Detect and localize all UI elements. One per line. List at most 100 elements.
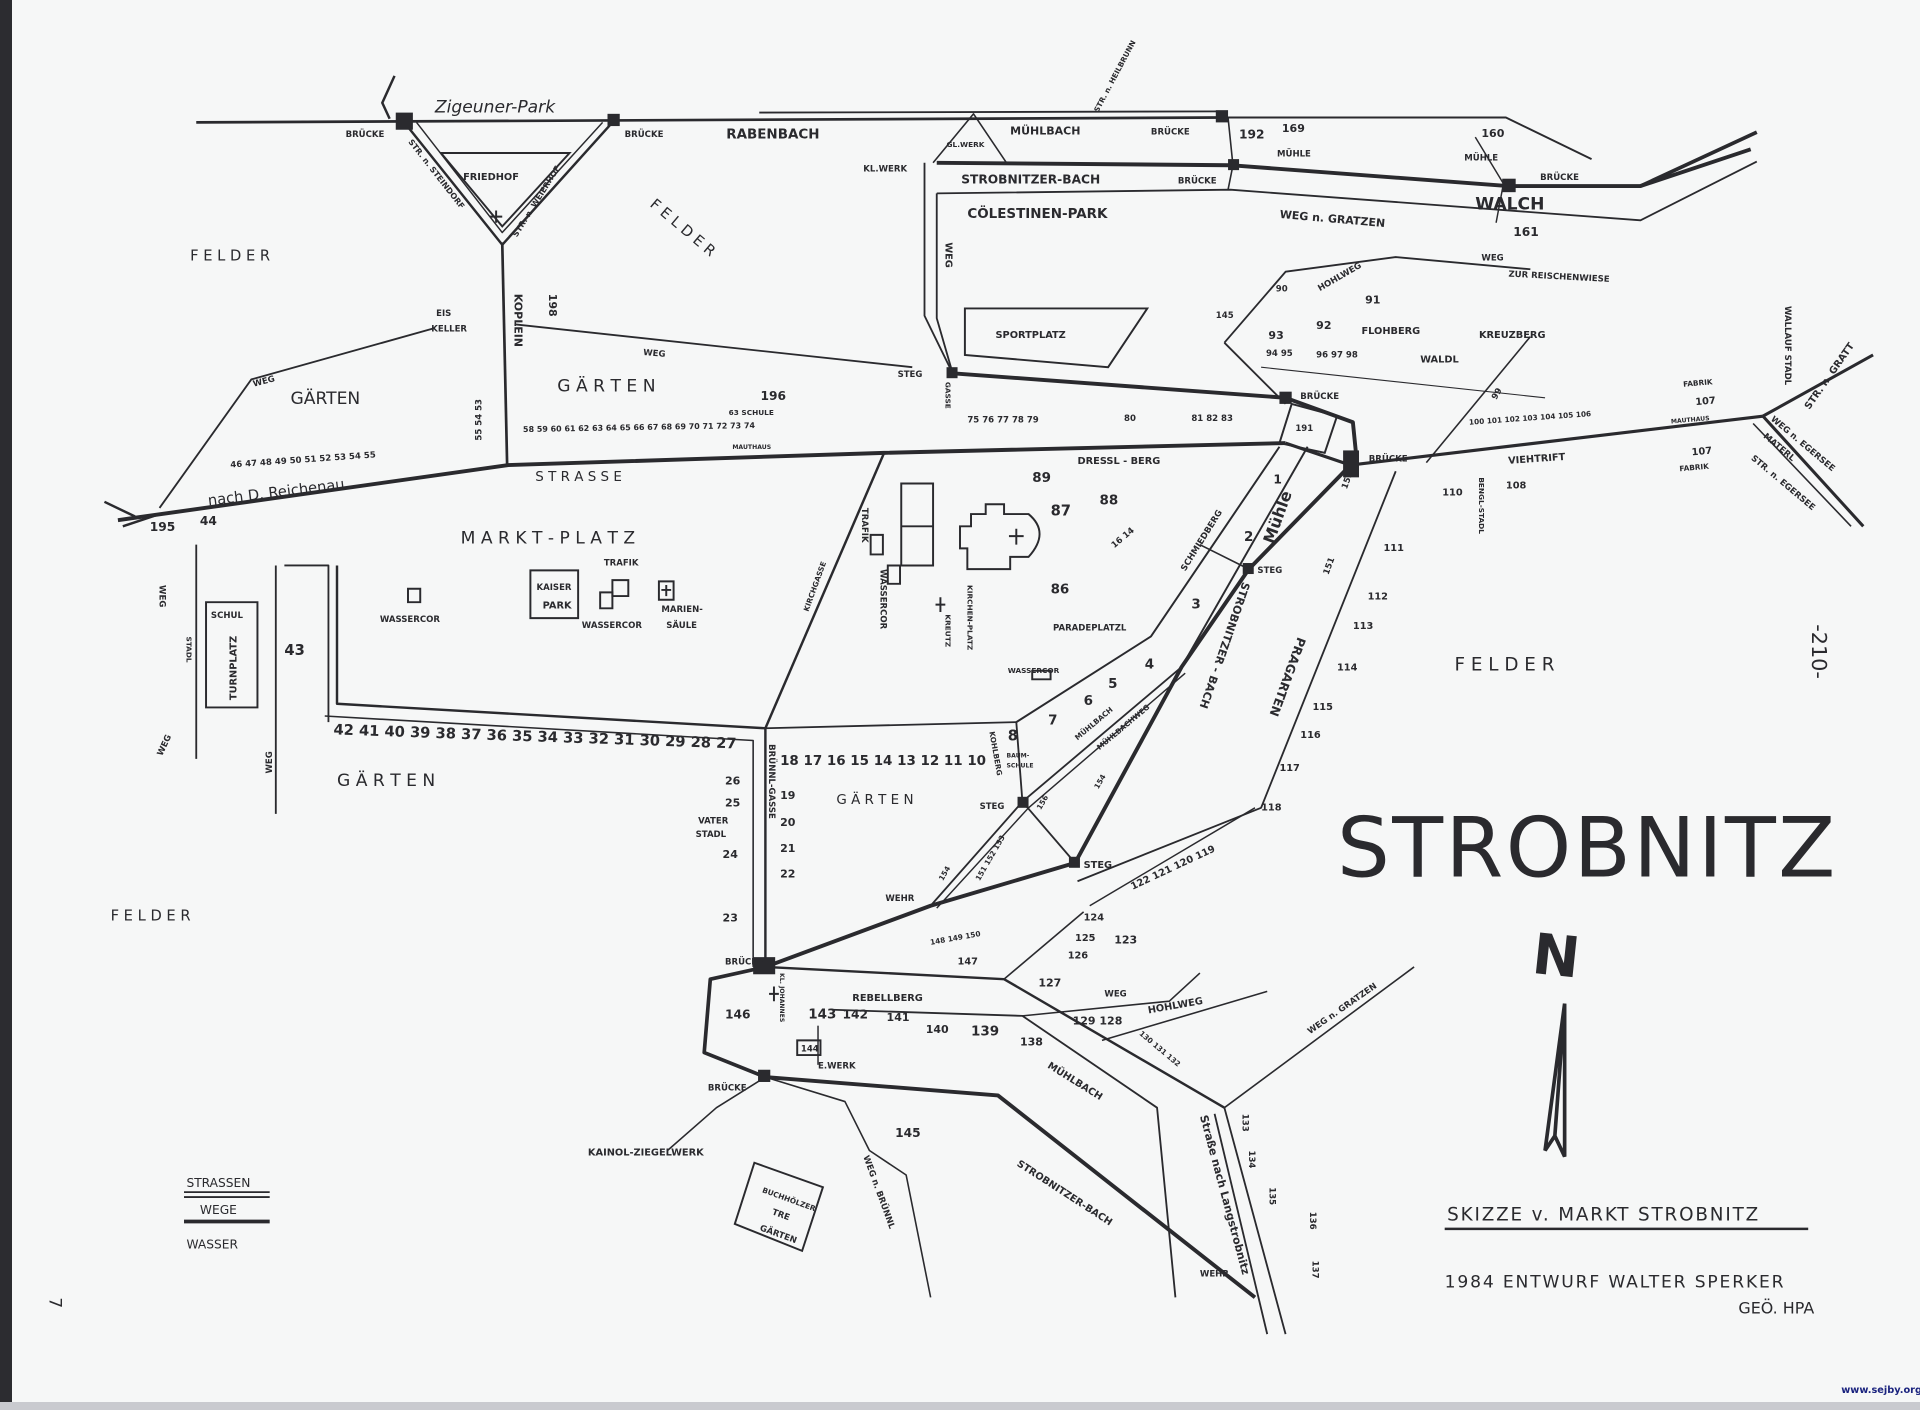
map-subtitle: SKIZZE v. MARKT STROBNITZ [1447, 1204, 1760, 1225]
map-label-wehr-1: WEHR [885, 894, 914, 904]
map-label-reichenau: nach D. Reichenau [207, 476, 346, 510]
map-label-row-129-128: 129 128 [1073, 1014, 1123, 1027]
map-label-row-100-106: 100 101 102 103 104 105 106 [1469, 409, 1592, 427]
map-label-row-148-150: 148 149 150 [929, 929, 981, 947]
gaerten-edge [324, 715, 754, 967]
map-label-bruecke-s: BRÜCKE [708, 1083, 747, 1094]
map-label-str-gratt: STR. n. GRATT [1803, 341, 1857, 412]
legend-roads: STRASSEN [186, 1176, 250, 1190]
map-label-n142: 142 [843, 1007, 869, 1021]
map-label-n4: 4 [1145, 657, 1154, 672]
legend-water: WASSER [186, 1237, 238, 1251]
map-label-friedhof: FRIEDHOF [463, 172, 519, 183]
map-label-n133: 133 [1240, 1114, 1250, 1132]
legend-paths: WEGE [200, 1203, 237, 1217]
map-label-n43: 43 [284, 642, 304, 659]
house-144-outline [796, 1039, 822, 1057]
weg-bruennl [765, 1076, 932, 1298]
map-label-muehle-1: MÜHLE [1277, 149, 1311, 160]
cross-icon [935, 597, 946, 612]
map-label-n144: 144 [801, 1044, 819, 1054]
map-label-keller: KELLER [431, 325, 467, 335]
map-label-n107a: 107 [1695, 395, 1716, 408]
map-label-trafik: TRAFIK [604, 558, 639, 568]
map-label-bengl-stadl: BENGL-STADL [1477, 477, 1486, 534]
map-label-bruecke-bach: BRÜCKE [1178, 176, 1217, 187]
map-label-weg-1: WEG [252, 374, 276, 389]
map-lines [103, 75, 1874, 1335]
map-label-n126: 126 [1068, 950, 1089, 961]
map-label-buchhoelzer: BUCHHÖLZER [761, 1186, 817, 1214]
map-label-n5: 5 [1108, 677, 1117, 692]
map-label-turnplatz: TURNPLATZ [229, 636, 240, 700]
map-label-steg-1: STEG [898, 370, 923, 380]
cross-icon [661, 585, 672, 597]
map-label-koplein: KOPLEIN [511, 294, 524, 347]
map-label-steg-2: STEG [1257, 566, 1282, 576]
house-191-outline [1278, 402, 1339, 455]
brook-to-bruecke [952, 371, 1359, 460]
map-label-wassercor-1: WASSERCOR [380, 615, 441, 625]
bridge-marker [1279, 391, 1292, 404]
map-label-n86: 86 [1051, 583, 1070, 598]
map-label-n192: 192 [1239, 127, 1265, 141]
weg-gratzen-south [1223, 966, 1415, 1109]
map-label-n156: 156 [1035, 794, 1050, 812]
map-label-stadl-vater: STADL [696, 830, 727, 840]
map-label-n160: 160 [1481, 127, 1504, 140]
map-label-tre: TRE [770, 1208, 791, 1224]
map-label-n23: 23 [723, 912, 738, 925]
map-label-trafik-v: TRAFIK [859, 508, 869, 543]
school-outline [900, 482, 935, 567]
road-heilbrunn [759, 110, 1225, 114]
map-label-park: PARK [543, 600, 572, 611]
map-label-weg-left-b: WEG [157, 585, 167, 607]
map-label-muehlbach-top: MÜHLBACH [1010, 124, 1080, 138]
map-label-n90: 90 [1276, 284, 1288, 294]
weg-gratzen [936, 160, 1758, 222]
map-label-n107b: 107 [1691, 446, 1712, 459]
map-label-n6: 6 [1084, 694, 1093, 709]
map-label-n19: 19 [780, 789, 795, 802]
muehlbach-bottom [832, 1008, 1177, 1298]
map-label-coelestinen-park: CÖLESTINEN-PARK [967, 204, 1108, 222]
map-label-n20: 20 [780, 816, 796, 829]
main-road-reichenau [117, 441, 1286, 523]
map-label-n115: 115 [1313, 702, 1334, 713]
map-label-n89: 89 [1032, 471, 1051, 486]
map-label-fabrik-2: FABRIK [1679, 462, 1709, 474]
map-label-n169: 169 [1282, 122, 1305, 135]
map-label-gaerten-1: GÄRTEN [290, 388, 360, 409]
road-kohlberg [765, 721, 1017, 730]
trafik-outline [611, 579, 630, 598]
koplein-road [500, 242, 509, 466]
weg-kreuzberg [1425, 336, 1531, 464]
map-label-felder-3: F E L D E R [1454, 655, 1554, 676]
mariensaeule-outline [657, 580, 675, 601]
map-label-rebellberg: REBELLBERG [852, 993, 923, 1004]
map-label-row-46-55: 46 47 48 49 50 51 52 53 54 55 [230, 450, 376, 470]
kohlberg-lane [1015, 722, 1024, 802]
map-label-n114: 114 [1337, 663, 1358, 674]
weg-147 [1003, 911, 1085, 980]
steg-marker [1242, 563, 1254, 575]
map-label-bruecke-e: BRÜCKE [1300, 391, 1339, 402]
map-label-n145: 145 [895, 1126, 921, 1140]
map-label-wassercor-3: WASSERCOR [1008, 666, 1060, 675]
steg-marker [1017, 796, 1029, 808]
map-label-n127: 127 [1038, 977, 1061, 990]
map-label-n138: 138 [1020, 1035, 1043, 1048]
map-label-n88: 88 [1100, 493, 1119, 508]
steg-link [1199, 543, 1250, 570]
weg-gaerten-west [158, 327, 436, 509]
map-label-weg-4: WEG [1104, 989, 1126, 999]
strobnitzer-bach-south [764, 463, 1352, 969]
map-label-wehr-2: WEHR [1200, 1270, 1229, 1280]
map-label-n116: 116 [1300, 730, 1321, 741]
map-label-kreutz: KREUTZ [943, 614, 952, 647]
map-label-sportplatz: SPORTPLATZ [995, 330, 1065, 341]
map-label-muehle-2: MÜHLE [1464, 152, 1498, 163]
map-label-mauthaus-2: MAUTHAUS [1671, 415, 1710, 425]
map-label-weg-2: WEG [643, 348, 666, 360]
